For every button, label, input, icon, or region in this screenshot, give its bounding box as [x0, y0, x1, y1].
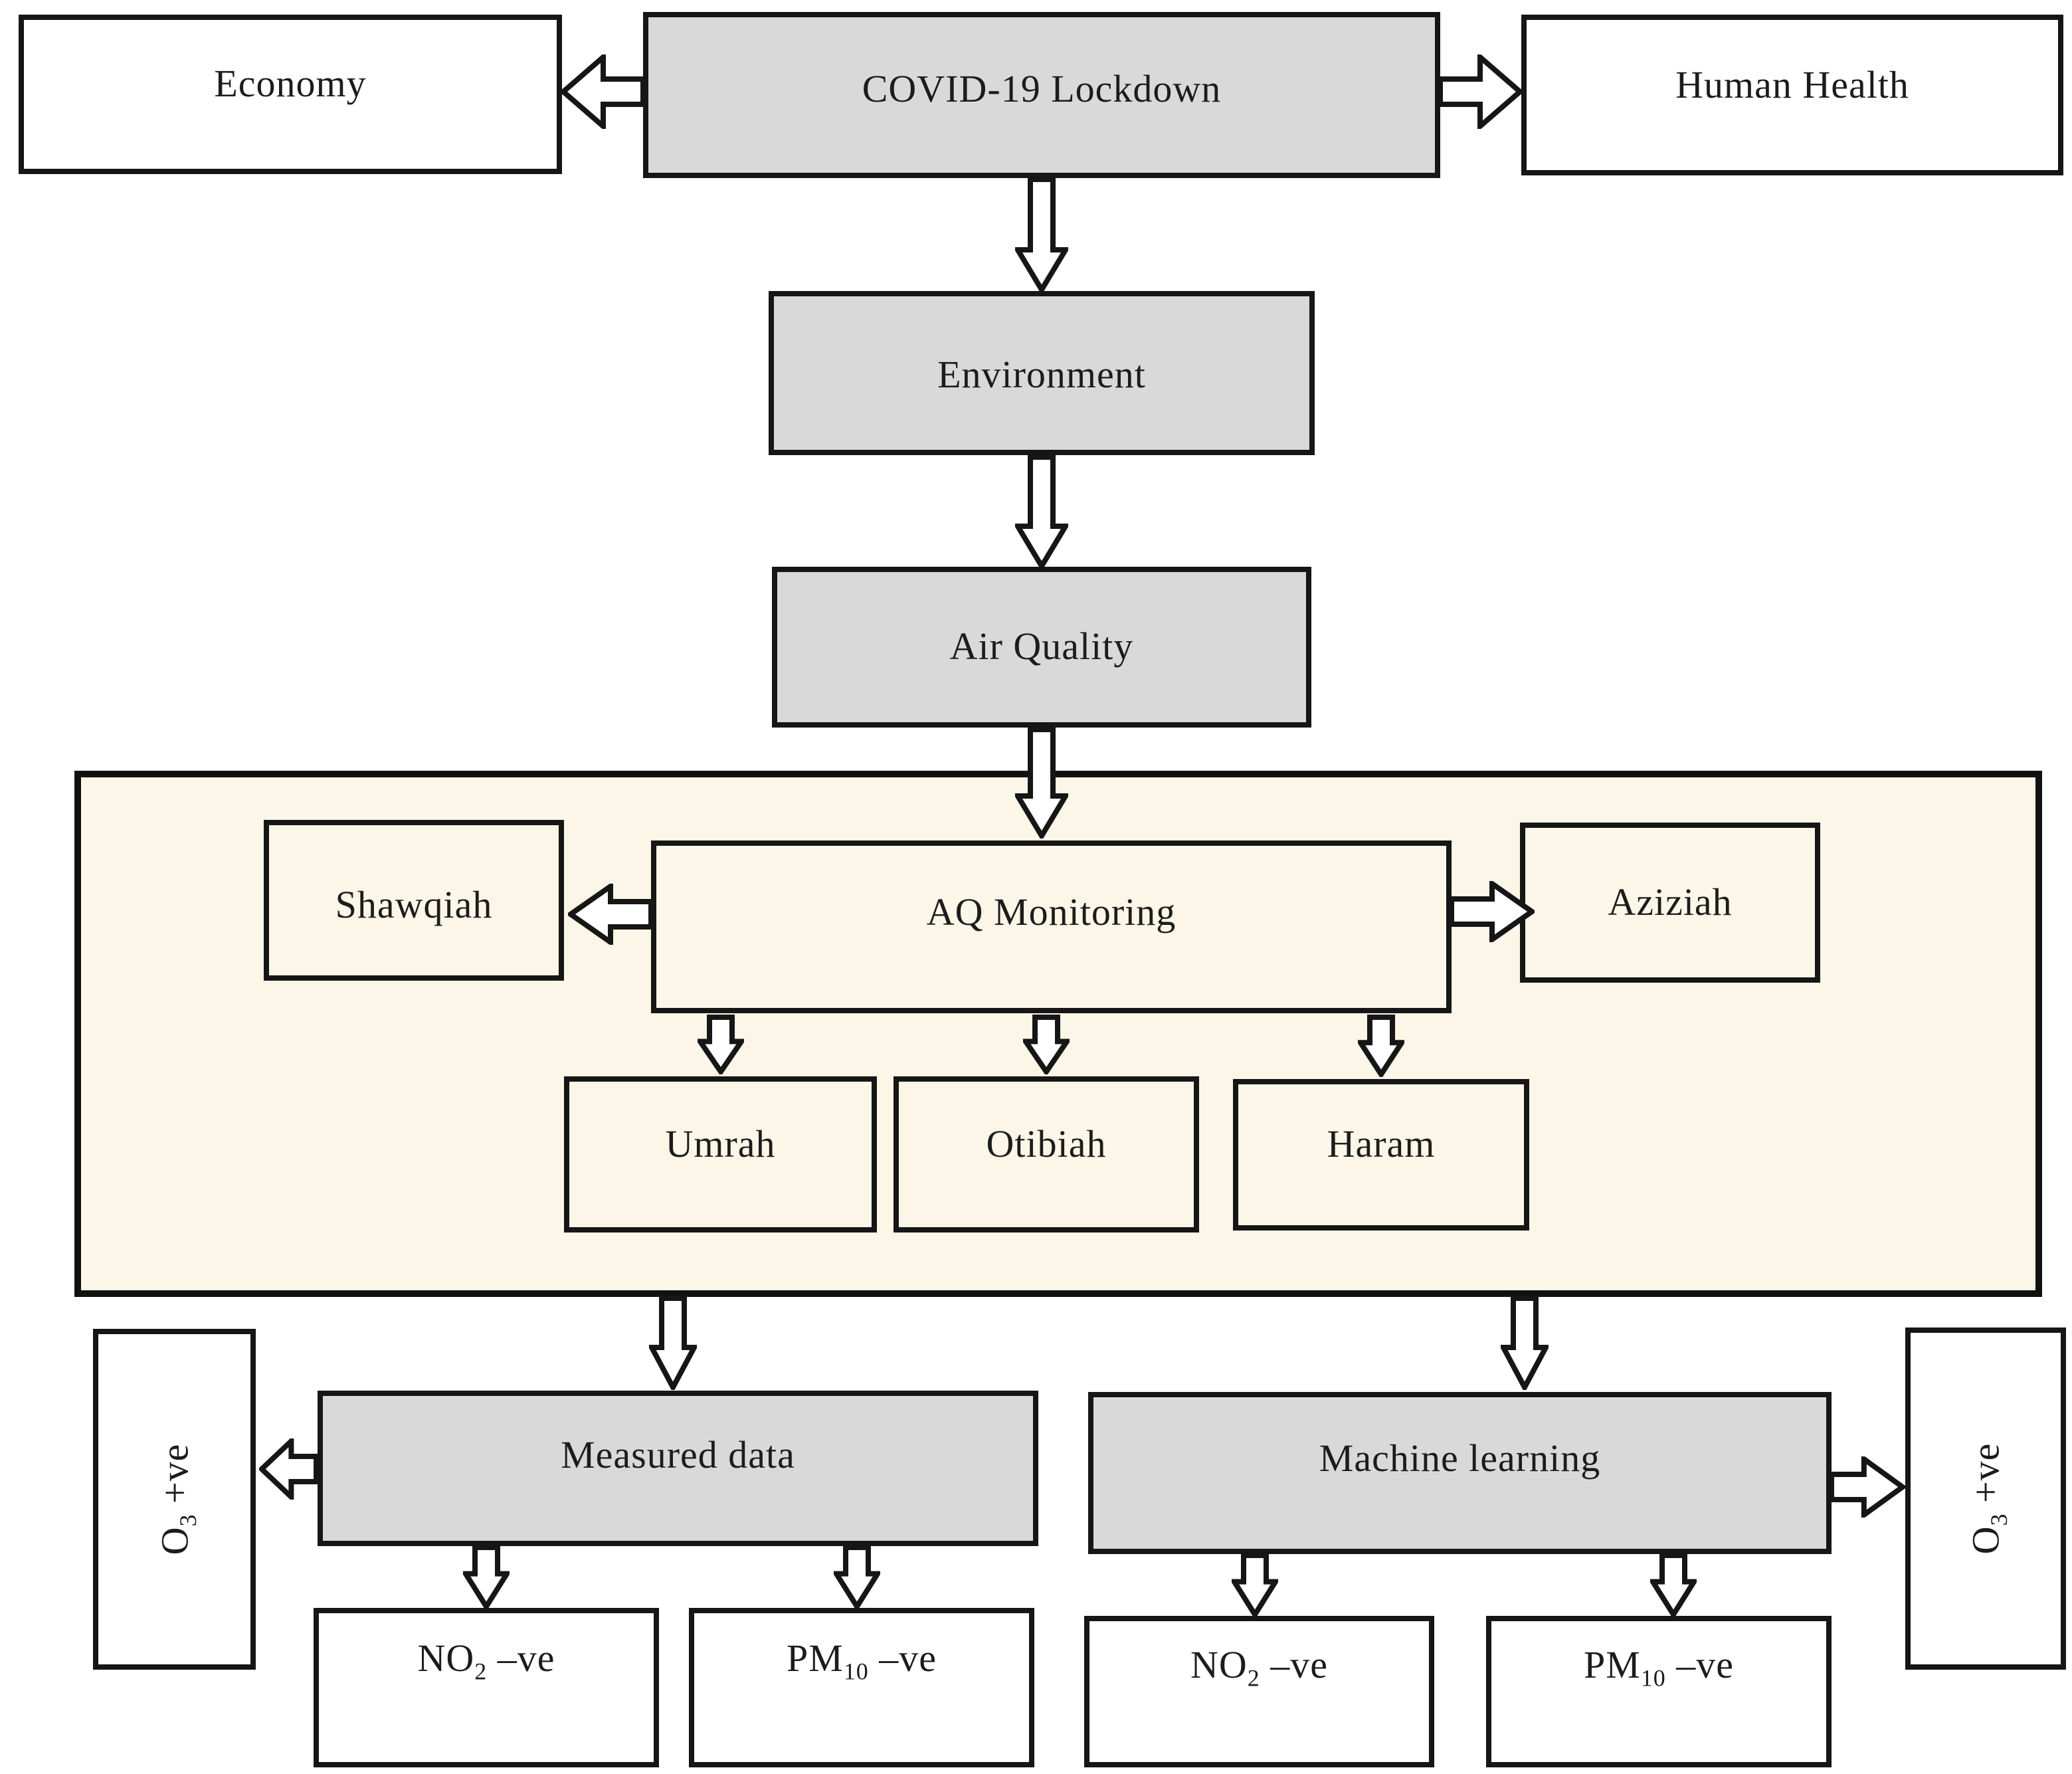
arrow-air-quality-to-aq-monitoring	[1015, 727, 1068, 838]
block-arrow-down-icon	[1015, 454, 1068, 569]
node-economy-label: Economy	[214, 62, 367, 105]
node-aq-monitoring-label: AQ Monitoring	[926, 890, 1177, 934]
arrow-panel-to-measured-data	[649, 1296, 697, 1390]
block-arrow-left-icon	[561, 54, 644, 129]
arrow-measured-to-o3	[259, 1438, 318, 1500]
node-aziziah: Aziziah	[1520, 823, 1820, 983]
node-human-health: Human Health	[1521, 15, 2063, 175]
node-no2-ml-label: NO2 –ve	[1190, 1643, 1328, 1692]
node-shawqiah: Shawqiah	[264, 820, 564, 981]
node-o3-ml: O3 +ve	[1905, 1328, 2066, 1670]
node-haram-label: Haram	[1327, 1122, 1436, 1165]
arrow-ml-to-no2	[1232, 1553, 1278, 1617]
arrow-measured-to-pm10	[834, 1545, 880, 1609]
node-umrah: Umrah	[564, 1076, 877, 1232]
block-arrow-left-icon	[259, 1438, 318, 1500]
arrow-measured-to-no2	[463, 1545, 510, 1609]
block-arrow-down-icon	[649, 1296, 697, 1390]
node-pm10-measured-label: PM10 –ve	[786, 1636, 937, 1685]
block-arrow-right-icon	[1439, 54, 1523, 129]
arrow-aqm-to-otibiah	[1023, 1015, 1070, 1074]
node-covid-lockdown-label: COVID-19 Lockdown	[862, 67, 1222, 110]
block-arrow-down-icon	[1232, 1553, 1278, 1617]
node-measured-data: Measured data	[318, 1391, 1038, 1546]
node-no2-measured: NO2 –ve	[314, 1608, 659, 1767]
arrow-covid-to-environment	[1015, 177, 1068, 292]
node-umrah-label: Umrah	[665, 1122, 776, 1165]
block-arrow-down-icon	[1650, 1553, 1697, 1617]
node-o3-ml-label: O3 +ve	[1964, 1442, 2013, 1555]
block-arrow-right-icon	[1450, 881, 1535, 942]
node-o3-measured-label: O3 +ve	[152, 1443, 201, 1555]
block-arrow-down-icon	[698, 1015, 744, 1074]
node-pm10-measured: PM10 –ve	[689, 1608, 1034, 1767]
node-pm10-ml: PM10 –ve	[1486, 1616, 1832, 1767]
arrow-covid-to-human-health	[1439, 54, 1523, 129]
node-covid-lockdown: COVID-19 Lockdown	[643, 12, 1440, 178]
node-economy: Economy	[19, 15, 562, 174]
node-machine-learning: Machine learning	[1088, 1392, 1832, 1554]
node-shawqiah-label: Shawqiah	[335, 883, 493, 926]
node-aziziah-label: Aziziah	[1608, 880, 1733, 924]
node-pm10-ml-label: PM10 –ve	[1583, 1643, 1735, 1692]
node-machine-learning-label: Machine learning	[1319, 1436, 1601, 1480]
block-arrow-right-icon	[1830, 1456, 1905, 1518]
block-arrow-left-icon	[568, 884, 652, 945]
arrow-aqm-to-aziziah	[1450, 881, 1535, 942]
block-arrow-down-icon	[463, 1545, 510, 1609]
node-o3-measured: O3 +ve	[93, 1329, 256, 1670]
arrow-panel-to-machine-learning	[1501, 1296, 1549, 1390]
block-arrow-down-icon	[1501, 1296, 1549, 1390]
block-arrow-down-icon	[1358, 1015, 1404, 1077]
block-arrow-down-icon	[1015, 177, 1068, 292]
arrow-covid-to-economy	[561, 54, 644, 129]
node-otibiah: Otibiah	[894, 1076, 1199, 1232]
arrow-environment-to-air-quality	[1015, 454, 1068, 569]
node-environment: Environment	[769, 291, 1315, 455]
node-environment-label: Environment	[937, 353, 1146, 396]
node-measured-data-label: Measured data	[561, 1433, 795, 1476]
block-arrow-down-icon	[1023, 1015, 1070, 1074]
node-aq-monitoring: AQ Monitoring	[651, 840, 1452, 1013]
arrow-ml-to-pm10	[1650, 1553, 1697, 1617]
node-air-quality-label: Air Quality	[949, 625, 1134, 668]
node-no2-ml: NO2 –ve	[1084, 1616, 1434, 1767]
block-arrow-down-icon	[834, 1545, 880, 1609]
arrow-aqm-to-shawqiah	[568, 884, 652, 945]
node-human-health-label: Human Health	[1675, 63, 1909, 106]
node-no2-measured-label: NO2 –ve	[417, 1636, 555, 1685]
block-arrow-down-icon	[1015, 727, 1068, 838]
arrow-aqm-to-haram	[1358, 1015, 1404, 1077]
arrow-ml-to-o3	[1830, 1456, 1905, 1518]
arrow-aqm-to-umrah	[698, 1015, 744, 1074]
node-air-quality: Air Quality	[772, 567, 1311, 728]
node-haram: Haram	[1233, 1079, 1529, 1231]
node-otibiah-label: Otibiah	[986, 1122, 1107, 1165]
